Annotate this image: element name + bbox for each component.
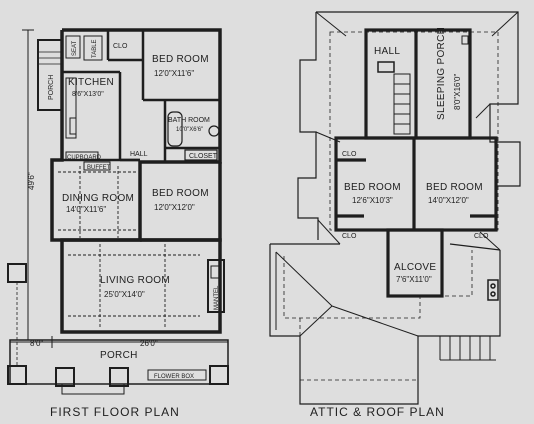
first-floor-labels: 49'6" PORCH SEAT TABLE CLO KITCHEN 8'6"X… [27, 39, 220, 419]
attic-clo-bottom-right-label: CLO [474, 233, 489, 240]
fireplace [207, 259, 225, 313]
ceiling-beams [58, 166, 200, 328]
bath-fixtures [167, 111, 220, 161]
attic-bed-room-1-dims: 12'6"X10'3" [352, 196, 393, 205]
hall-label: HALL [130, 151, 148, 158]
overall-width-label: 26'0" [140, 339, 158, 348]
kitchen-fixtures [65, 35, 103, 139]
table-label: TABLE [92, 39, 98, 58]
attic-clo-bottom-left-label: CLO [342, 233, 357, 240]
chimney [461, 35, 499, 301]
sleeping-porch-dims: 8'0"X16'0" [453, 74, 462, 110]
living-room-name: LIVING ROOM [100, 275, 170, 286]
dining-room-dims: 14'0"X11'6" [66, 205, 106, 214]
flower-box-label: FLOWER BOX [154, 374, 194, 380]
kitchen-dims: 8'6"X13'0" [72, 91, 104, 98]
attic-roof-plan [269, 11, 521, 405]
dimension-line-width [10, 336, 228, 348]
dining-room-name: DINING ROOM [62, 193, 134, 204]
roof-hips [275, 11, 519, 337]
porch-rail [439, 336, 496, 361]
attic-caption: ATTIC & ROOF PLAN [310, 405, 445, 419]
attic-bed-room-2-dims: 14'0"X12'0" [428, 196, 469, 205]
first-floor-caption: FIRST FLOOR PLAN [50, 405, 180, 419]
first-floor-plan [7, 28, 229, 395]
rear-porch-label: PORCH [48, 75, 55, 100]
attic-bed-room-2-name: BED ROOM [426, 182, 483, 193]
attic-bed-room-1-name: BED ROOM [344, 182, 401, 193]
closet-label: CLOSET [189, 153, 218, 160]
sleeping-porch-name: SLEEPING PORCH [436, 27, 447, 120]
attic-walls [334, 28, 498, 298]
mantel-label: MANTEL [214, 285, 220, 310]
closet-top-label: CLO [113, 43, 128, 50]
overall-depth-label: 49'6" [27, 172, 36, 190]
bed-room-2-name: BED ROOM [152, 188, 209, 199]
attic-hall-label: HALL [374, 46, 400, 57]
attic-stair [377, 61, 411, 135]
attic-clo-left-label: CLO [342, 151, 357, 158]
bath-room-name: BATH ROOM [168, 117, 210, 124]
living-room-dims: 25'0"X14'0" [104, 290, 145, 299]
front-porch-label: PORCH [100, 350, 138, 361]
cupboard-label: CUPBOARD [67, 155, 102, 161]
bed-room-1-dims: 12'0"X11'6" [154, 69, 194, 78]
kitchen-name: KITCHEN [68, 77, 114, 88]
alcove-dims: 7'6"X11'0" [396, 275, 432, 284]
buffet-label: BUFFET [87, 165, 111, 171]
attic-labels: HALL SLEEPING PORCH 8'0"X16'0" CLO BED R… [310, 27, 489, 419]
front-porch [7, 263, 229, 395]
bath-room-dims: 10'0"X6'6" [176, 127, 203, 133]
seat-label: SEAT [72, 40, 78, 56]
bed-room-2-dims: 12'0"X12'0" [154, 203, 195, 212]
exterior-walls [50, 28, 222, 334]
cupboard-buffet [65, 151, 111, 171]
alcove-name: ALCOVE [394, 262, 436, 273]
bed-room-1-name: BED ROOM [152, 54, 209, 65]
overall-left-label: 8'0" [30, 339, 43, 348]
